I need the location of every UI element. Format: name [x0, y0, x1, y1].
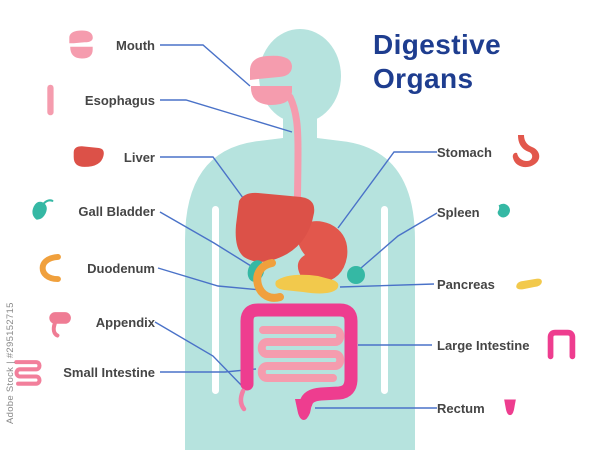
legend-row-pancreas: Pancreas: [437, 263, 551, 305]
legend-row-small-intestine: Small Intestine: [7, 351, 155, 393]
legend-row-gall-bladder: Gall Bladder: [22, 190, 155, 232]
page-title: Digestive Organs: [373, 28, 501, 96]
duodenum-shape: [253, 259, 284, 302]
legend-row-esophagus: Esophagus: [29, 79, 155, 121]
appendix-icon: [40, 303, 82, 341]
legend-label-gall-bladder: Gall Bladder: [78, 203, 155, 219]
stomach-icon: [504, 131, 544, 173]
legend-label-mouth: Mouth: [116, 37, 155, 53]
legend-label-liver: Liver: [123, 149, 155, 165]
leader-appendix: [154, 321, 245, 389]
leader-liver: [160, 156, 247, 203]
legend-row-appendix: Appendix: [40, 301, 155, 343]
small-intestine-shape: [257, 326, 345, 382]
rectum-icon: [497, 393, 523, 423]
leader-duodenum: [157, 267, 262, 291]
appendix-shape: [238, 388, 247, 412]
liver-icon: [68, 139, 110, 175]
legend-label-pancreas: Pancreas: [437, 276, 495, 292]
legend-row-large-intestine: Large Intestine: [437, 324, 581, 366]
legend-row-duodenum: Duodenum: [31, 247, 155, 289]
legend-label-spleen: Spleen: [437, 204, 480, 220]
liver-shape: [235, 192, 315, 262]
duodenum-icon: [31, 250, 73, 286]
leader-stomach: [337, 151, 437, 229]
legend-row-liver: Liver: [68, 136, 155, 178]
legend-label-rectum: Rectum: [437, 400, 485, 416]
legend-label-appendix: Appendix: [95, 314, 155, 330]
right-arm-line: [381, 206, 388, 394]
leader-spleen: [360, 212, 438, 269]
legend-row-spleen: Spleen: [437, 191, 516, 233]
spleen-shape: [347, 266, 365, 284]
legend-label-small-intestine: Small Intestine: [63, 364, 155, 380]
gall-bladder-icon: [22, 194, 64, 228]
pancreas-icon: [507, 269, 551, 299]
leader-pancreas: [339, 283, 435, 288]
legend-label-large-intestine: Large Intestine: [437, 337, 530, 353]
esophagus-icon: [29, 82, 71, 118]
legend-label-esophagus: Esophagus: [84, 92, 155, 108]
left-arm-line: [212, 206, 219, 394]
legend-row-mouth: Mouth: [60, 24, 155, 66]
legend-row-stomach: Stomach: [437, 131, 544, 173]
legend-label-duodenum: Duodenum: [87, 260, 155, 276]
leader-gall-bladder: [159, 211, 252, 267]
pancreas-shape: [275, 274, 339, 294]
title-line-1: Digestive: [373, 29, 502, 60]
legend-row-rectum: Rectum: [437, 387, 523, 429]
rectum-shape: [295, 399, 313, 420]
title-line-2: Organs: [373, 63, 474, 95]
leader-mouth: [160, 44, 251, 87]
legend-label-stomach: Stomach: [437, 144, 492, 160]
mouth-icon: [60, 27, 102, 63]
leader-esophagus: [160, 99, 293, 133]
spleen-icon: [492, 199, 516, 225]
mouth-shape: [250, 55, 292, 105]
watermark: Adobe Stock | #295152715: [5, 302, 16, 424]
small-intestine-icon: [7, 353, 49, 391]
large-intestine-icon: [541, 326, 581, 364]
stomach-shape: [297, 221, 348, 284]
large-intestine-shape: [240, 303, 358, 410]
